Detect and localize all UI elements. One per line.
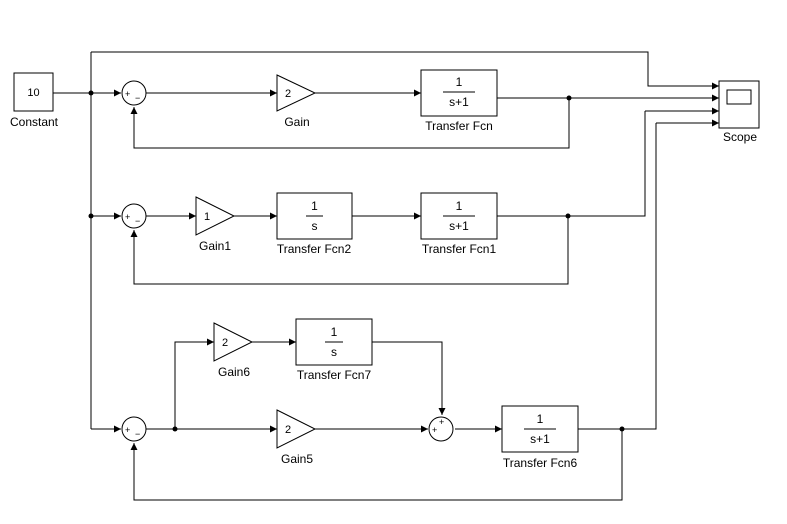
gain5-value: 2 [285, 424, 291, 436]
sum-sign: − [135, 216, 140, 226]
branch-point [619, 426, 625, 432]
tf7-label: Transfer Fcn7 [297, 368, 372, 382]
transfer-fcn-block[interactable]: 1 s+1 [420, 69, 498, 117]
transfer-fcn6-block[interactable]: 1 s+1 [501, 405, 579, 453]
sum-sign: + [432, 425, 437, 435]
tf-label: Transfer Fcn [425, 119, 493, 133]
tf-denominator: s+1 [449, 95, 469, 109]
gain-block[interactable]: 2 [276, 74, 317, 112]
sum-block[interactable]: + − [121, 416, 147, 442]
gain6-block[interactable]: 2 [213, 322, 254, 362]
tf6-denominator: s+1 [530, 432, 550, 446]
tf6-numerator: 1 [537, 412, 544, 426]
branch-point [565, 213, 571, 219]
tf1-numerator: 1 [456, 199, 463, 213]
gain1-label: Gain1 [199, 239, 231, 253]
scope-screen-icon [726, 89, 752, 105]
tf2-numerator: 1 [311, 199, 318, 213]
transfer-fcn1-block[interactable]: 1 s+1 [420, 192, 498, 240]
sum-block[interactable]: + − [121, 203, 147, 229]
gain-label: Gain [284, 115, 309, 129]
branch-point [172, 426, 178, 432]
transfer-fcn7-block[interactable]: 1 s [295, 318, 373, 366]
branch-point [566, 95, 572, 101]
gain6-value: 2 [222, 337, 228, 349]
branch-points [88, 90, 625, 432]
sum-sign: + [125, 212, 130, 222]
constant-block[interactable]: 10 [13, 72, 54, 112]
sum-sign: − [135, 429, 140, 439]
sum-sign: + [439, 417, 444, 427]
tf6-label: Transfer Fcn6 [503, 456, 578, 470]
gain5-label: Gain5 [281, 452, 313, 466]
branch-point [88, 90, 94, 96]
scope-block[interactable] [718, 80, 760, 129]
sum-sign: + [125, 89, 130, 99]
tf2-label: Transfer Fcn2 [277, 242, 352, 256]
scope-label: Scope [723, 130, 757, 144]
sum-block[interactable]: + − [121, 80, 147, 106]
constant-label: Constant [10, 115, 59, 129]
tf-numerator: 1 [456, 75, 463, 89]
gain1-value: 1 [204, 211, 210, 223]
tf1-label: Transfer Fcn1 [422, 242, 497, 256]
constant-value: 10 [27, 87, 39, 99]
signal-lines [53, 51, 719, 501]
sum-sign: − [135, 93, 140, 103]
tf2-denominator: s [312, 219, 318, 233]
gain5-block[interactable]: 2 [276, 409, 317, 449]
sum-block[interactable]: + + [428, 416, 454, 442]
gain6-label: Gain6 [218, 365, 250, 379]
branch-point [88, 213, 94, 219]
transfer-fcn2-block[interactable]: 1 s [276, 192, 353, 240]
sum-sign: + [125, 425, 130, 435]
gain1-block[interactable]: 1 [195, 196, 236, 236]
tf7-numerator: 1 [331, 325, 338, 339]
gain-value: 2 [285, 88, 291, 100]
tf1-denominator: s+1 [449, 219, 469, 233]
tf7-denominator: s [331, 345, 337, 359]
